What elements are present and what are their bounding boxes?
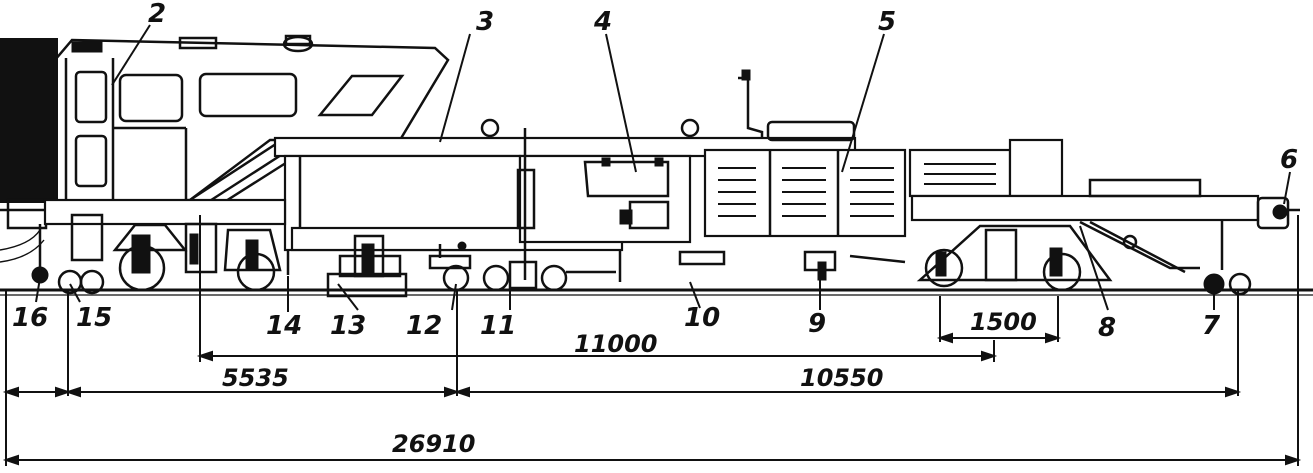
callout-11: 11 — [480, 311, 516, 341]
callout-7: 7 — [1202, 311, 1221, 341]
callout-16: 16 — [12, 303, 48, 333]
dimension-labels: 1500 11000 5535 10550 26910 — [222, 308, 1037, 458]
rear-coupler — [1256, 196, 1300, 230]
callout-6: 6 — [1280, 145, 1298, 175]
dimension-5535: 5535 — [222, 364, 289, 392]
dimension-10550: 10550 — [800, 364, 884, 392]
control-cabinet — [583, 157, 670, 230]
dimension-1500: 1500 — [970, 308, 1037, 336]
callout-4: 4 — [593, 7, 612, 37]
callout-13: 13 — [330, 311, 366, 341]
callout-2: 2 — [148, 0, 166, 29]
callout-9: 9 — [808, 309, 826, 339]
leader-lines — [35, 24, 1291, 312]
callout-3: 3 — [476, 7, 494, 37]
dimension-26910: 26910 — [392, 430, 476, 458]
dimension-lines — [2, 215, 1302, 466]
rear-bogie — [916, 224, 1252, 296]
callout-labels: 2 3 4 5 6 16 15 14 13 12 11 10 9 8 7 — [12, 0, 1298, 343]
front-bogie — [31, 198, 290, 295]
power-unit — [703, 69, 1064, 238]
dimension-11000: 11000 — [574, 330, 658, 358]
callout-12: 12 — [406, 311, 442, 341]
callout-14: 14 — [266, 311, 302, 341]
working-units-middle — [326, 234, 906, 298]
rail-line — [0, 288, 1313, 296]
coupled-car-left — [0, 38, 58, 263]
rear-platform — [910, 178, 1260, 274]
callout-5: 5 — [878, 7, 896, 37]
callout-10: 10 — [684, 303, 720, 333]
callout-8: 8 — [1098, 313, 1116, 343]
callout-15: 15 — [76, 303, 112, 333]
